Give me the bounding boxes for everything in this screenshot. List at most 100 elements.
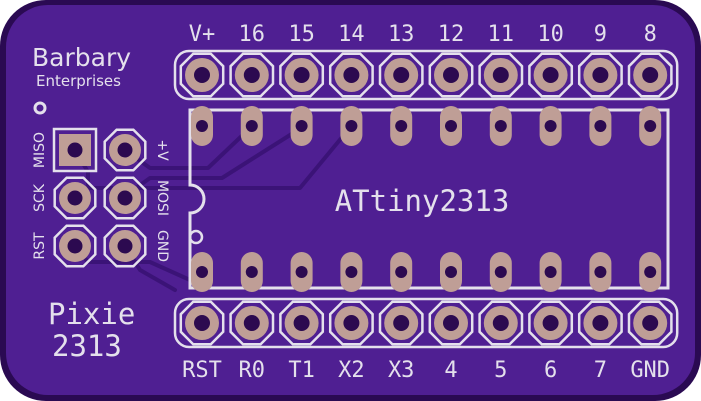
bottom-header-pad-hole xyxy=(592,315,609,331)
icsp-pad-hole xyxy=(117,142,133,158)
bottom-header-pad-hole xyxy=(492,315,509,331)
icsp-pin-outline xyxy=(53,176,97,220)
icsp-pad-hole xyxy=(117,238,133,254)
bottom-header-pin-outline xyxy=(229,300,275,346)
top-header-pin-outline xyxy=(478,52,524,98)
top-header-pin-outline xyxy=(528,52,574,98)
top-header-pin-label: 15 xyxy=(288,22,315,47)
icsp-pin-outline xyxy=(53,224,97,268)
icsp-pin-outline xyxy=(103,224,147,268)
bottom-header-pin-outline xyxy=(478,300,524,346)
icsp-header xyxy=(52,127,147,268)
bottom-header-pin-label: 5 xyxy=(494,358,507,383)
ic-pin-hole xyxy=(544,120,557,132)
chip-label: ATtiny2313 xyxy=(335,184,510,218)
ic-pin-hole xyxy=(494,266,507,278)
top-header-outline xyxy=(173,49,679,101)
ic-pin-hole xyxy=(594,266,607,278)
icsp-pad-hole xyxy=(67,190,83,206)
top-header-pin-label: 11 xyxy=(488,22,515,47)
bottom-header-pad-hole xyxy=(542,315,559,331)
ic-pins xyxy=(191,106,662,292)
top-header-pad-hole xyxy=(592,67,609,83)
icsp-pad-hole xyxy=(67,142,83,158)
top-header-pad-hole xyxy=(642,67,659,83)
ic-pin-hole xyxy=(295,266,308,278)
ic-pin-hole xyxy=(245,120,258,132)
bottom-header-pad-hole xyxy=(243,315,260,331)
top-header-pin-label: 14 xyxy=(338,22,365,47)
ic-pin-hole xyxy=(345,266,358,278)
top-header-pin-outline xyxy=(627,52,673,98)
bottom-header-pad-hole xyxy=(293,315,310,331)
bottom-header-pin-outline xyxy=(627,300,673,346)
top-header-pad-hole xyxy=(542,67,559,83)
bottom-header-pin-label: X3 xyxy=(388,358,415,383)
ic-pin-hole xyxy=(295,120,308,132)
icsp-left-label: RST xyxy=(32,232,48,260)
bottom-header-pad-hole xyxy=(194,315,210,331)
icsp-pin-outline xyxy=(103,128,147,172)
board-name-line2: 2313 xyxy=(52,329,122,363)
top-header-pad-hole xyxy=(243,67,260,83)
bottom-header-pin-label: GND xyxy=(630,358,670,383)
top-header-pin-outline xyxy=(229,52,275,98)
ic-pin-hole xyxy=(196,120,208,132)
bottom-header-pin-label: X2 xyxy=(338,358,365,383)
bottom-header-pin-outline xyxy=(528,300,574,346)
top-header-pin-label: 13 xyxy=(388,22,415,47)
ic-pin-hole xyxy=(445,266,457,278)
bottom-header-pin-outline xyxy=(328,300,374,346)
board-surface xyxy=(6,5,695,395)
top-header-pad-hole xyxy=(194,67,210,83)
ic-pin-hole xyxy=(245,266,258,278)
top-header-pin-outline xyxy=(428,52,474,98)
icsp-pad-hole xyxy=(117,190,133,206)
top-header-pin-label: 16 xyxy=(239,22,266,47)
icsp-labels-left: MISO SCK RST xyxy=(32,132,48,260)
top-header-pin-label: 12 xyxy=(438,22,465,47)
bottom-header-pad-hole xyxy=(642,315,659,331)
icsp-right-label: MOSI xyxy=(154,180,170,216)
ic-pin-hole xyxy=(644,266,657,278)
bottom-header-pin-outline xyxy=(179,300,225,346)
icsp-pin1-outline xyxy=(52,127,98,173)
pin1-marker xyxy=(188,229,204,245)
brand-line2: Enterprises xyxy=(36,72,121,90)
top-header-pin-label: 8 xyxy=(644,22,657,47)
top-header-pad-hole xyxy=(393,67,410,83)
icsp-pin-outline xyxy=(103,176,147,220)
top-header-pin-label: V+ xyxy=(189,22,216,47)
bottom-header-pin-outline xyxy=(279,300,325,346)
orientation-dot xyxy=(33,101,47,115)
brand-line1: Barbary xyxy=(32,43,131,72)
bottom-header-pin-label: 6 xyxy=(544,358,557,383)
bottom-header-outline xyxy=(173,297,679,349)
bottom-header-pad-hole xyxy=(393,315,410,331)
bottom-header-pin-outline xyxy=(577,300,623,346)
ic-pin-hole xyxy=(644,120,657,132)
ic-pin-hole xyxy=(345,120,358,132)
top-header-pin-outline xyxy=(179,52,225,98)
bottom-header-pad-hole xyxy=(343,315,360,331)
top-header-pin-outline xyxy=(378,52,424,98)
top-header-pad-hole xyxy=(443,67,459,83)
top-header-pin-label: 10 xyxy=(537,22,564,47)
icsp-left-label: SCK xyxy=(32,183,48,212)
bottom-header-pad-hole xyxy=(443,315,459,331)
ic-outline: ATtiny2313 xyxy=(188,108,670,290)
ic-pin-hole xyxy=(445,120,457,132)
ic-pin-hole xyxy=(395,266,408,278)
icsp-pad-hole xyxy=(67,238,83,254)
ic-pin-hole xyxy=(395,120,408,132)
bottom-header-pin-label: T1 xyxy=(288,358,315,383)
bottom-header-pin-label: 4 xyxy=(444,358,457,383)
ic-pin-hole xyxy=(494,120,507,132)
icsp-left-label: MISO xyxy=(32,132,48,168)
ic-pin-hole xyxy=(544,266,557,278)
board-name-line1: Pixie xyxy=(48,297,135,331)
bottom-header-pin-label: R0 xyxy=(239,358,266,383)
